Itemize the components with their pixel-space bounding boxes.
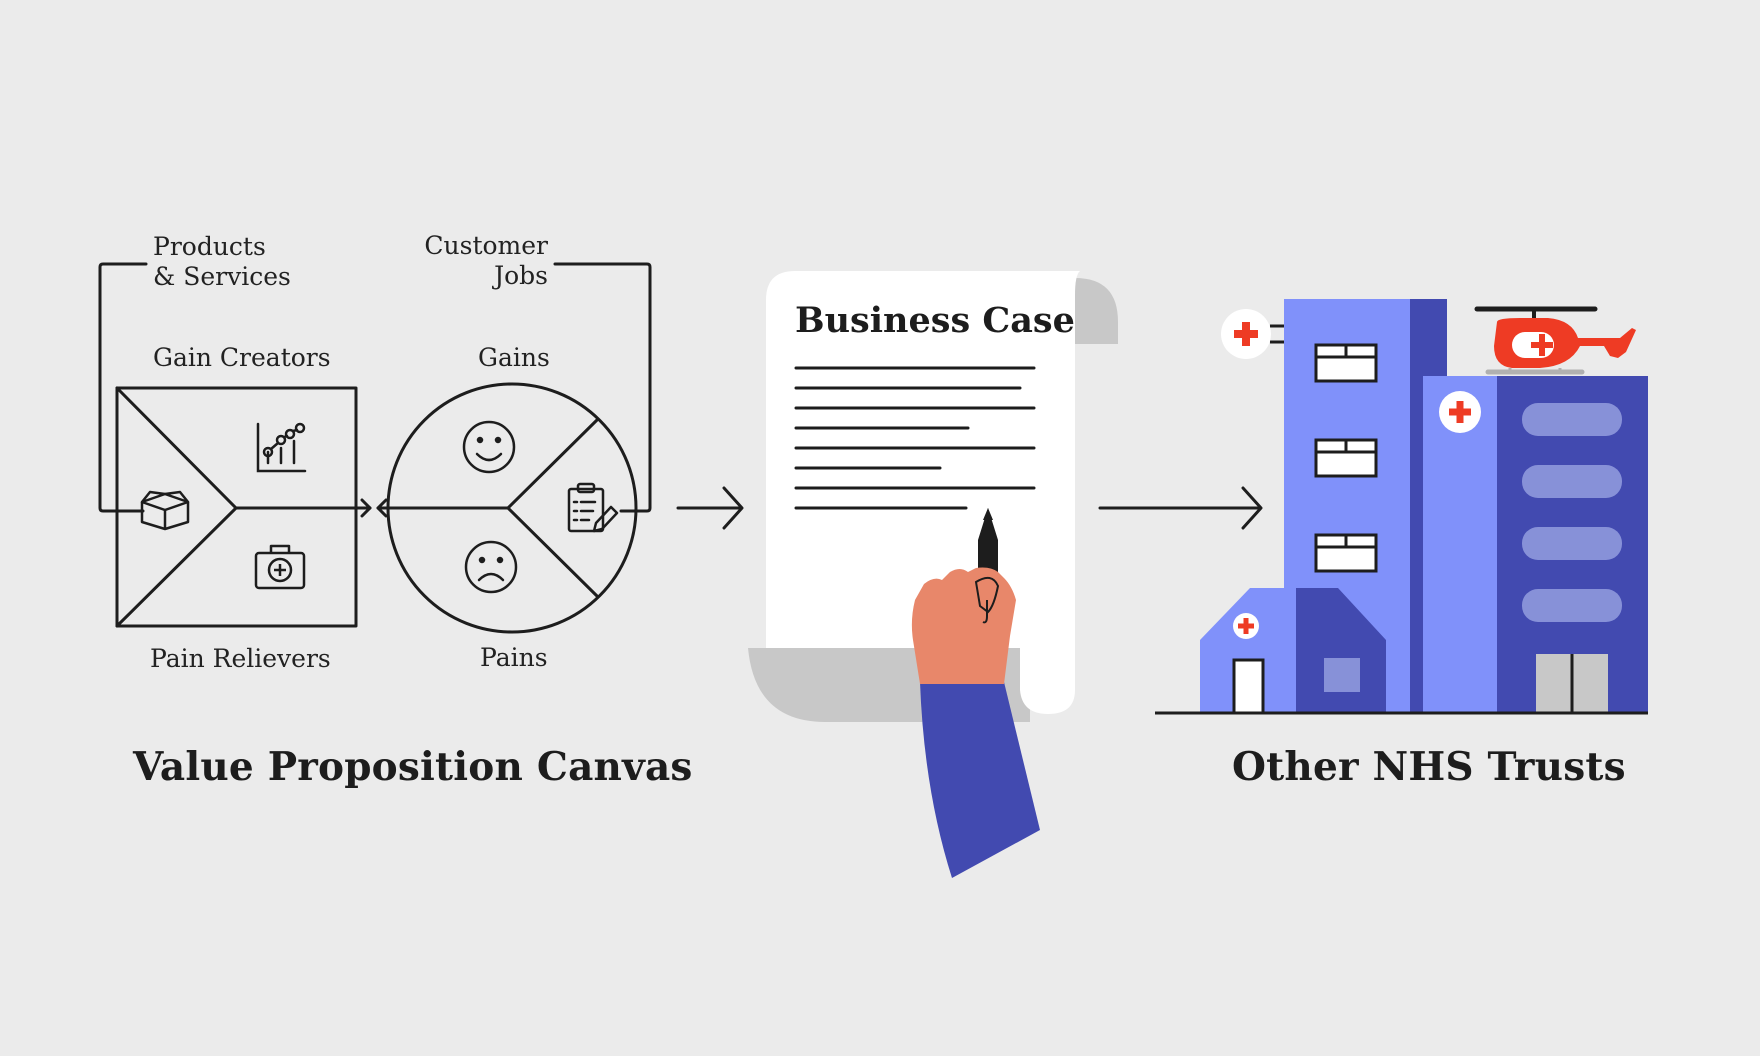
value-proposition-canvas [98, 262, 652, 634]
flow-arrow-document-to-trusts [1098, 486, 1263, 530]
small-house-front [1296, 588, 1386, 713]
sleeve [920, 682, 1040, 878]
smiley-icon [462, 420, 516, 474]
products-bracket-line [98, 262, 148, 513]
thumb [974, 576, 1000, 614]
products-label-line2: & Services [153, 262, 291, 291]
small-house-door [1232, 658, 1265, 715]
growth-chart-icon [256, 422, 307, 473]
connector-arrow-right [360, 498, 372, 518]
gain-creators-label: Gain Creators [153, 343, 331, 372]
pen [978, 508, 998, 580]
pen-tip [983, 508, 993, 520]
pain-relievers-label: Pain Relievers [150, 644, 331, 673]
products-label-line1: Products [153, 232, 266, 261]
jobs-bracket-line [553, 262, 652, 513]
nhs-buildings [1155, 299, 1648, 715]
value-proposition-canvas-title: Value Proposition Canvas [133, 744, 693, 790]
other-nhs-trusts-title: Other NHS Trusts [1232, 744, 1626, 790]
small-house-window [1324, 658, 1360, 692]
tower-left-windows [1314, 343, 1378, 573]
hand [911, 567, 1016, 684]
box-icon [140, 490, 190, 531]
circle-divider [506, 417, 600, 599]
connector-arrow-left [376, 498, 388, 518]
medical-cross-badge-3 [1221, 309, 1284, 359]
gains-label: Gains [478, 343, 550, 372]
signing-hand [911, 508, 1040, 878]
sad-face-icon [464, 540, 518, 594]
pains-label: Pains [480, 643, 548, 672]
products-services-label: Products & Services [153, 232, 291, 292]
business-case-title: Business Case [795, 300, 1075, 341]
tower-right-windows [1522, 403, 1622, 622]
document-text-lines [794, 366, 1036, 510]
scroll-top-curl [1075, 278, 1118, 344]
first-aid-kit-icon [254, 544, 306, 590]
helicopter-icon [1474, 306, 1636, 375]
medical-cross-badge-2 [1439, 391, 1481, 433]
medical-cross-badge-1 [1233, 613, 1259, 639]
clipboard-checklist-icon [567, 482, 619, 533]
customer-jobs-label: Customer Jobs [420, 231, 548, 291]
flow-arrow-canvas-to-document [676, 486, 744, 530]
customer-jobs-label-line2: Jobs [494, 261, 548, 290]
customer-jobs-label-line1: Customer [424, 231, 548, 260]
